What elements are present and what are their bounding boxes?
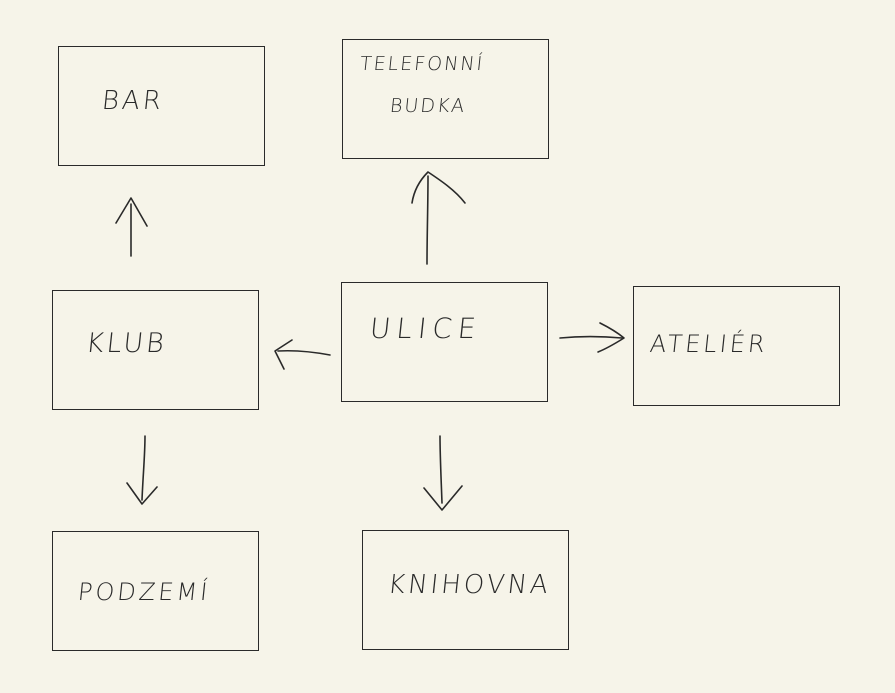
node-knihovna (362, 530, 569, 650)
edge-klub-podzemi-shaft (141, 435, 146, 501)
edge-ulice-klub (274, 339, 331, 370)
edge-ulice-klub-shaft (277, 349, 331, 356)
node-podzemi (52, 531, 259, 651)
edge-ulice-atelier-shaft (559, 335, 623, 339)
edge-ulice-telefonni-head (411, 171, 466, 204)
edge-ulice-klub-head (274, 339, 293, 370)
node-telefonni-budka (342, 39, 549, 159)
edge-ulice-knihovna (423, 435, 463, 511)
node-bar (58, 46, 265, 166)
node-klub (52, 290, 259, 410)
node-ulice (341, 282, 548, 402)
edge-ulice-telefonni-shaft (426, 175, 429, 265)
edge-ulice-telefonni (411, 171, 466, 265)
edge-klub-podzemi-head (126, 482, 158, 505)
node-ulice-label: ULICE (368, 312, 484, 345)
edge-ulice-knihovna-head (423, 485, 463, 511)
edge-klub-bar (115, 197, 148, 257)
node-telefonni-budka-label-line2: BUDKA (388, 95, 468, 117)
node-atelier-label: ATELIÉR (648, 330, 770, 358)
edge-ulice-atelier (559, 322, 625, 353)
edge-ulice-knihovna-shaft (439, 435, 443, 504)
edge-ulice-atelier-head (597, 322, 625, 353)
edge-klub-bar-head (115, 197, 148, 227)
node-telefonni-budka-label-line1: TELEFONNÍ (358, 53, 486, 75)
node-atelier (633, 286, 840, 406)
node-knihovna-label: KNIHOVNA (386, 570, 553, 600)
node-bar-label: BAR (100, 86, 166, 116)
edge-klub-podzemi (126, 435, 158, 505)
node-podzemi-label: PODZEMÍ (76, 578, 212, 606)
node-klub-label: KLUB (84, 328, 169, 359)
